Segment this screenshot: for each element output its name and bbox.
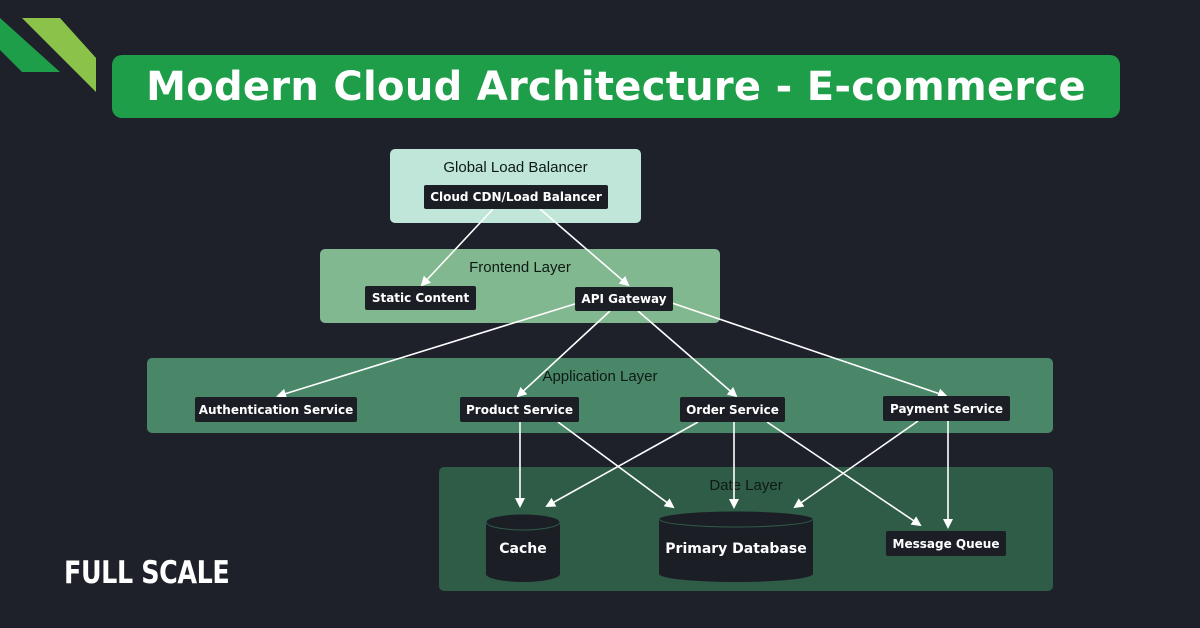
arrow-gateway-to-auth [276,302,579,399]
arrow-cdn-to-gateway [539,208,630,287]
authentication-service-node: Authentication Service [195,397,357,422]
primary-database-cylinder [658,510,814,582]
arrow-cdn-to-static [420,208,494,287]
api-gateway-node: API Gateway [575,287,673,311]
page-title: Modern Cloud Architecture - E-commerce [146,63,1086,110]
full-scale-logo: FULL SCALE [64,555,230,591]
arrow-gateway-to-payment [671,302,948,399]
cloud-cdn-load-balancer-node: Cloud CDN/Load Balancer [424,185,608,209]
order-service-node: Order Service [680,397,785,422]
static-content-node: Static Content [365,286,476,310]
global-layer-label: Global Load Balancer [443,159,588,176]
title-banner: Modern Cloud Architecture - E-commerce [112,55,1120,118]
product-service-node: Product Service [460,397,579,422]
arrow-order-to-cache [545,421,699,507]
arrow-product-to-database [557,421,675,509]
cache-label: Cache [499,541,547,557]
application-layer-label: Application Layer [542,368,658,385]
message-queue-node: Message Queue [886,531,1006,556]
arrow-payment-to-database [793,420,919,509]
cache-cylinder [485,513,561,582]
primary-database-label: Primary Database [665,541,807,557]
data-layer-label: Date Layer [709,477,783,494]
payment-service-node: Payment Service [883,396,1010,421]
corner-stripes-decoration [0,18,96,92]
arrow-gateway-to-order [637,310,738,398]
frontend-layer-label: Frontend Layer [469,259,571,276]
arrow-gateway-to-product [516,310,611,398]
